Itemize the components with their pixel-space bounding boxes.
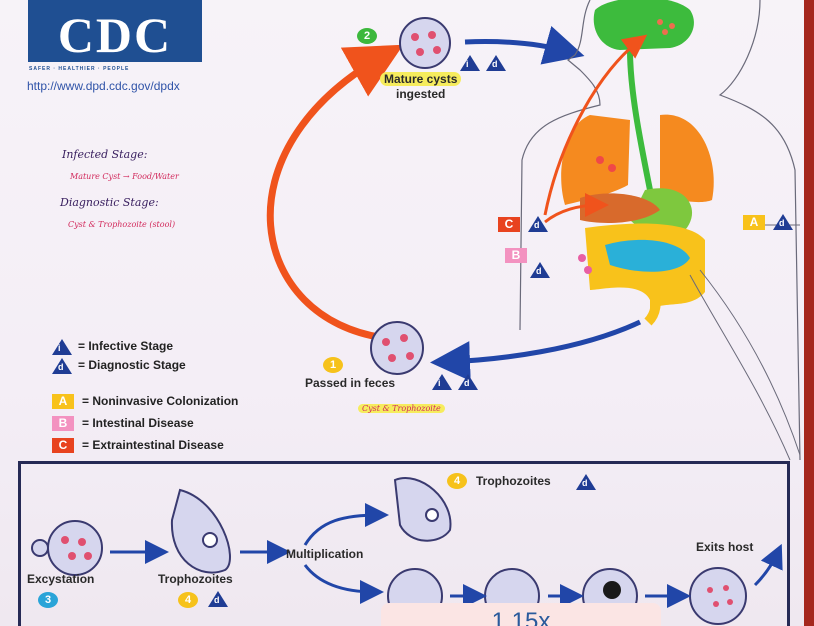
stage-4-badge-bottom: 4 — [178, 592, 198, 608]
stage-1-badge: 1 — [323, 357, 343, 373]
stage-4-badge-top: 4 — [447, 473, 467, 489]
cdc-tagline: SAFER · HEALTHIER · PEOPLE — [29, 66, 130, 72]
stage-3-badge: 3 — [38, 592, 58, 608]
small-intestine — [605, 239, 690, 272]
marker-B: B — [505, 248, 535, 264]
legend-noninvasive: A= Noninvasive Colonization — [52, 394, 238, 410]
note-infected-detail: Mature Cyst → Food/Water — [70, 172, 179, 181]
cycle-arrow-orange — [266, 44, 404, 342]
mult-arrow-up — [303, 503, 389, 546]
note-feces: Cyst & Trophozoite — [358, 404, 445, 413]
infective-triangle-icon: i — [460, 55, 480, 71]
stage-2-badge: 2 — [357, 28, 377, 44]
diagnostic-triangle-icon: d — [486, 55, 506, 71]
brain — [593, 0, 694, 50]
note-infected-title: Infected Stage: — [62, 148, 148, 161]
intestinal-stages-panel — [18, 461, 790, 626]
trophozoites-top-label: Trophozoites — [476, 474, 551, 488]
ingested-label-2: ingested — [396, 87, 446, 101]
trophozoite-shape-2 — [393, 477, 452, 542]
arrow-to-brain — [543, 34, 648, 216]
multiplication-label: Multiplication — [286, 547, 364, 561]
exits-host-label: Exits host — [696, 540, 754, 554]
trophozoites-bottom-label: Trophozoites — [158, 572, 233, 586]
red-border — [804, 0, 814, 626]
cyst-ingested — [399, 17, 451, 69]
trophozoite-shape-1 — [170, 488, 231, 574]
passed-label: Passed in feces — [305, 376, 396, 390]
ingest-arrow-blue — [464, 26, 585, 65]
ingested-label-1: Mature cysts — [380, 72, 462, 86]
legend-diagnostic: d= Diagnostic Stage — [52, 358, 186, 374]
rectum — [644, 286, 661, 326]
trophozoites-bottom-marker: d — [208, 591, 234, 607]
legend-intestinal: B= Intestinal Disease — [52, 416, 194, 432]
excystation-label: Excystation — [27, 572, 95, 586]
left-lung — [561, 115, 630, 205]
right-lung — [660, 114, 714, 203]
source-url: http://www.dpd.cdc.gov/dpdx — [27, 79, 180, 93]
exit-lines — [689, 269, 801, 461]
cdc-logo: CDC — [28, 0, 202, 63]
arrow-to-liver — [544, 193, 609, 224]
zoom-indicator[interactable]: 1.15x — [381, 603, 661, 626]
trophozoites-top-marker: d — [576, 474, 602, 490]
legend-infective: i= Infective Stage — [52, 339, 173, 355]
note-diagnostic-title: Diagnostic Stage: — [60, 196, 159, 209]
cyst-passed — [370, 321, 424, 375]
diagnostic-triangle-icon: d — [458, 374, 478, 390]
infective-triangle-icon: i — [432, 374, 452, 390]
mult-arrow-down — [303, 564, 384, 604]
esophagus — [627, 49, 653, 191]
excystation-cyst — [31, 520, 103, 576]
note-diagnostic-detail: Cyst & Trophozoite (stool) — [68, 220, 176, 229]
legend-extraintestinal: C= Extraintestinal Disease — [52, 438, 224, 454]
excrete-arrow-blue — [430, 319, 642, 382]
marker-B-d: d — [530, 262, 556, 278]
